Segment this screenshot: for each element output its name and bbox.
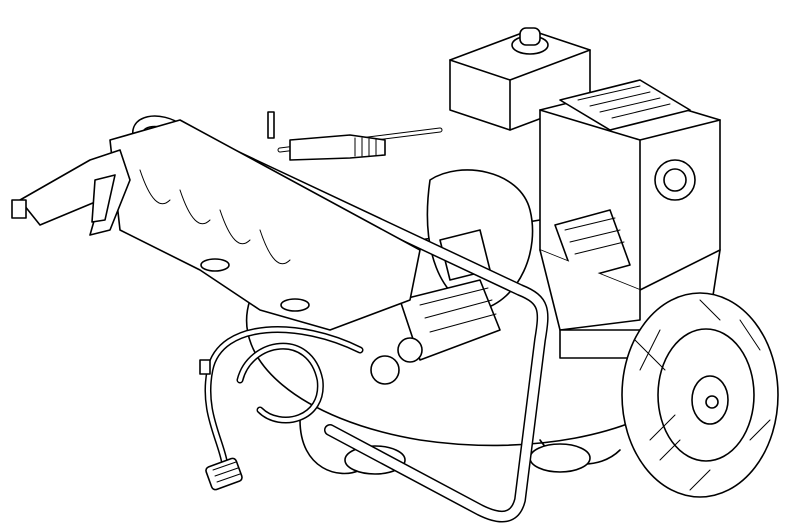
pump — [370, 169, 534, 385]
accessory-holder — [109, 119, 421, 331]
wheel — [621, 292, 779, 498]
spray-wand — [267, 111, 443, 161]
hose-fitting — [205, 457, 243, 491]
spray-gun — [11, 149, 131, 236]
engine — [449, 27, 721, 359]
hose — [199, 326, 364, 491]
frame-handle — [132, 115, 549, 523]
